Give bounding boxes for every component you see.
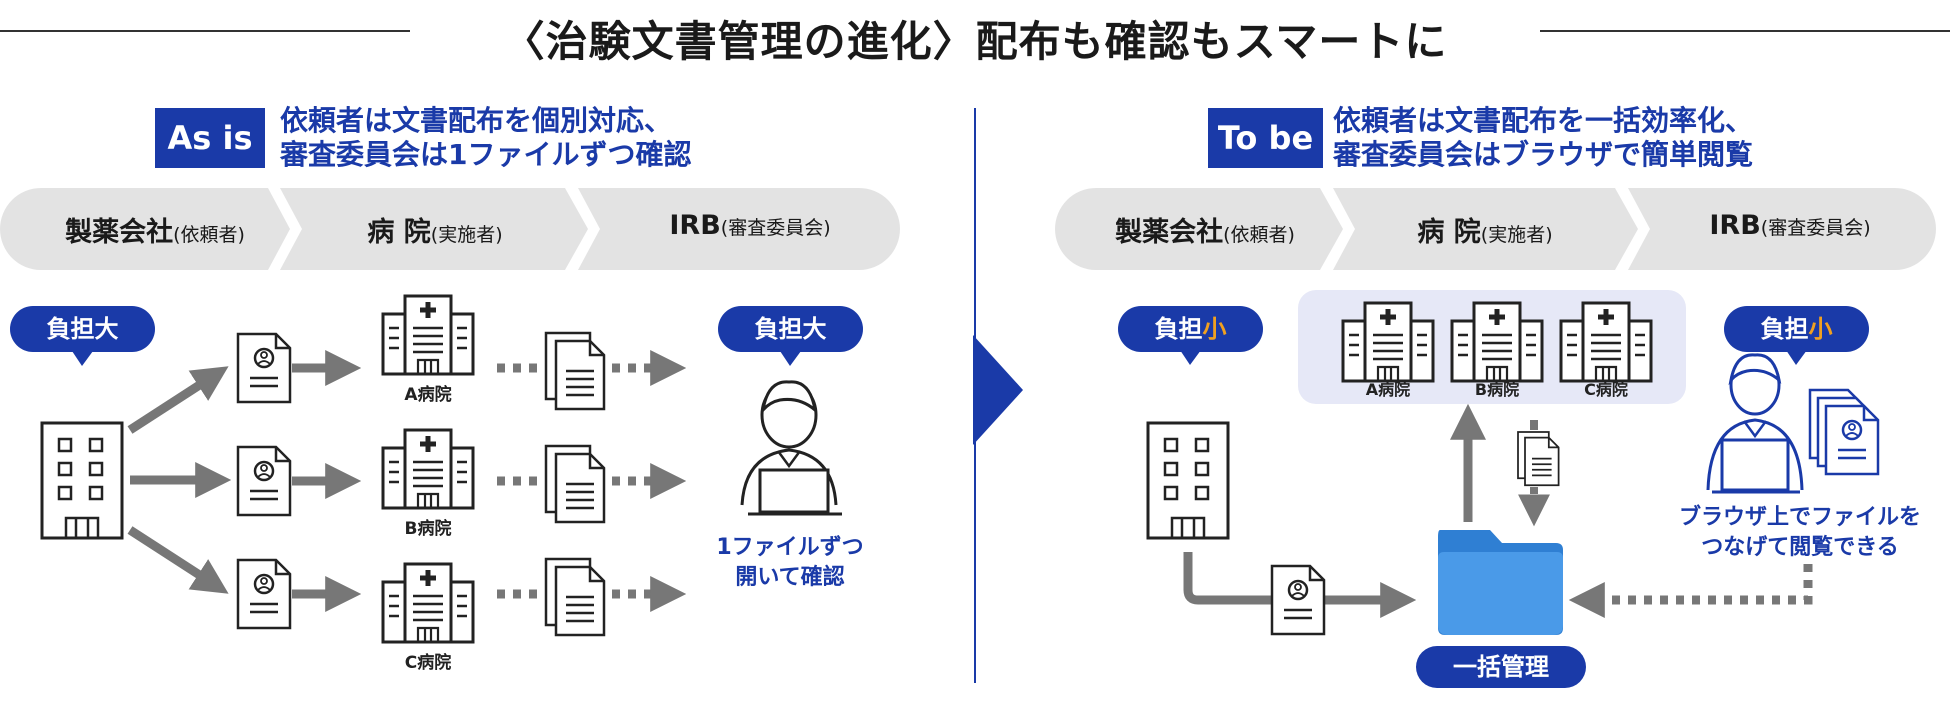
to-be-stage-chevron-1 <box>1055 188 1343 270</box>
burden-prefix: 負担 <box>1760 315 1809 343</box>
stage-sub: (依頼者) <box>173 224 245 246</box>
to-be-stage-bar <box>1055 188 1936 270</box>
title-rule-left <box>0 30 410 32</box>
to-be-stage-1: 製薬会社(依頼者) <box>1075 210 1335 249</box>
reviewer-person-icon <box>740 380 842 516</box>
as-is-stage-3: IRB(審査委員会) <box>600 210 900 241</box>
as-is-note-1: 1ファイルずつ <box>716 535 864 560</box>
to-be-stage-2: 病 院(実施者) <box>1350 210 1620 249</box>
stage-main: 病 院 <box>367 217 431 248</box>
as-is-stage-2: 病 院(実施者) <box>300 210 570 249</box>
as-is-note-2: 開いて確認 <box>735 565 845 590</box>
to-be-hospital-b-label: B病院 <box>1474 380 1520 399</box>
as-is-flow-diagram <box>10 290 863 700</box>
as-is-hospital-b-label: B病院 <box>404 519 452 539</box>
stage-sub: (実施者) <box>1480 224 1553 246</box>
stage-sub: (審査委員会) <box>1760 217 1871 239</box>
as-is-stage-1: 製薬会社(依頼者) <box>30 210 280 249</box>
as-is-hospital-a-label: A病院 <box>404 385 452 405</box>
to-be-tag: To be <box>1208 108 1323 168</box>
title-rule-right <box>1540 30 1950 32</box>
as-is-tag: As is <box>155 108 265 168</box>
stage-sub: (審査委員会) <box>720 217 831 239</box>
to-be-headline-2: 審査委員会はブラウザで簡単閲覧 <box>1333 138 1754 171</box>
blue-document-stack-icon <box>1808 388 1880 476</box>
stage-main: 製薬会社 <box>65 217 174 248</box>
to-be-stage-chevron-3 <box>1628 188 1936 270</box>
stage-main: 製薬会社 <box>1115 217 1224 248</box>
to-be-burden-left: 負担小 <box>1118 310 1263 348</box>
stage-sub: (実施者) <box>430 224 503 246</box>
stage-main: IRB <box>669 210 721 241</box>
to-be-headline-1: 依頼者は文書配布を一括効率化、 <box>1333 104 1754 137</box>
transition-arrow-icon <box>973 335 1023 445</box>
as-is-hospital-c-label: C病院 <box>404 653 452 673</box>
to-be-note-1: ブラウザ上でファイルを <box>1678 505 1921 530</box>
as-is-headline-2: 審査委員会は1ファイルずつ確認 <box>280 138 692 171</box>
to-be-hospital-a-label: A病院 <box>1365 380 1411 399</box>
reviewer-person-blue-icon <box>1706 353 1804 494</box>
burden-prefix: 負担 <box>1154 315 1203 343</box>
as-is-stage-chevron-2 <box>280 188 588 270</box>
as-is-stage-bar <box>0 188 900 270</box>
to-be-burden-right: 負担小 <box>1724 310 1869 348</box>
central-management-label: 一括管理 <box>1453 653 1549 681</box>
to-be-flow-diagram <box>1118 290 1880 688</box>
as-is-burden-right: 負担大 <box>754 315 827 343</box>
company-building-icon <box>40 421 124 540</box>
to-be-stage-chevron-2 <box>1333 188 1638 270</box>
central-label-pill <box>1416 646 1586 688</box>
as-is-headline-1: 依頼者は文書配布を個別対応、 <box>280 104 673 137</box>
burden-small: 小 <box>1202 315 1227 343</box>
to-be-stage-3: IRB(審査委員会) <box>1650 210 1930 241</box>
as-is-stage-chevron-1 <box>0 188 290 270</box>
page-title: 〈治験文書管理の進化〉配布も確認もスマートに <box>502 17 1448 66</box>
stage-main: 病 院 <box>1417 217 1481 248</box>
to-be-hospital-c-label: C病院 <box>1584 380 1628 399</box>
folder-icon <box>1438 530 1563 635</box>
as-is-burden-left: 負担大 <box>46 315 119 343</box>
as-is-stage-chevron-3 <box>578 188 900 270</box>
stage-sub: (依頼者) <box>1223 224 1295 246</box>
stage-main: IRB <box>1709 210 1761 241</box>
to-be-note-2: つなげて閲覧できる <box>1701 535 1899 560</box>
burden-small: 小 <box>1808 315 1833 343</box>
